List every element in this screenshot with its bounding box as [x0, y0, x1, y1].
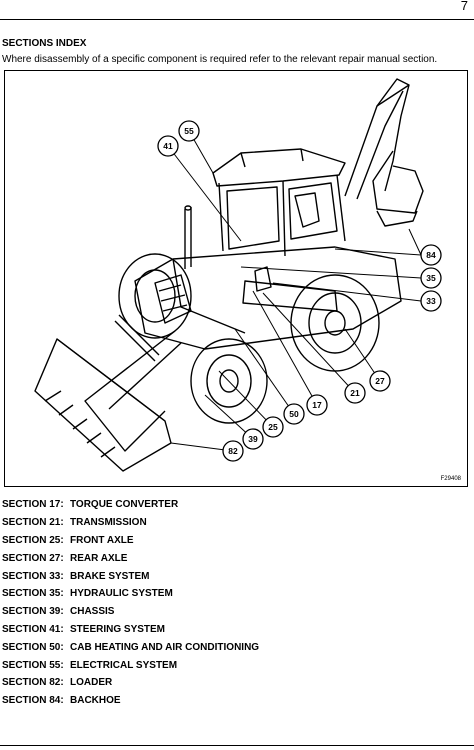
section-name: LOADER [70, 677, 113, 689]
section-label: SECTION 84: [2, 695, 64, 707]
section-name: STEERING SYSTEM [70, 623, 166, 635]
section-row-82: SECTION 82: LOADER [2, 674, 259, 692]
callout-25: 25 [268, 422, 278, 432]
section-label: SECTION 17: [2, 499, 64, 511]
footer-rule [0, 745, 474, 746]
section-row-27: SECTION 27: REAR AXLE [2, 549, 259, 567]
section-name: CAB HEATING AND AIR CONDITIONING [70, 641, 260, 653]
section-name: REAR AXLE [70, 552, 128, 564]
section-row-39: SECTION 39: CHASSIS [2, 603, 259, 621]
callout-41: 41 [163, 141, 173, 151]
section-index-title: SECTIONS INDEX [2, 38, 87, 49]
section-name: FRONT AXLE [70, 534, 134, 546]
section-label: SECTION 50: [2, 641, 64, 653]
section-name: BRAKE SYSTEM [70, 570, 150, 582]
section-name: TORQUE CONVERTER [70, 499, 179, 511]
section-row-50: SECTION 50: CAB HEATING AND AIR CONDITION… [2, 638, 259, 656]
callout-35: 35 [426, 273, 436, 283]
section-row-84: SECTION 84: BACKHOE [2, 692, 259, 710]
section-name: HYDRAULIC SYSTEM [70, 588, 173, 600]
section-name: BACKHOE [70, 695, 121, 707]
section-row-21: SECTION 21: TRANSMISSION [2, 514, 259, 532]
callout-82: 82 [228, 446, 238, 456]
figure-code: F29408 [440, 476, 461, 482]
section-label: SECTION 55: [2, 659, 64, 671]
section-row-25: SECTION 25: FRONT AXLE [2, 532, 259, 550]
callout-55: 55 [184, 126, 194, 136]
section-index-subtitle: Where disassembly of a specific componen… [2, 54, 438, 65]
section-row-55: SECTION 55: ELECTRICAL SYSTEM [2, 656, 259, 674]
section-row-41: SECTION 41: STEERING SYSTEM [2, 621, 259, 639]
sections-list: SECTION 17: TORQUE CONVERTER SECTION 21: T… [2, 496, 259, 710]
section-label: SECTION 25: [2, 534, 64, 546]
callout-33: 33 [426, 296, 436, 306]
callout-39: 39 [248, 434, 258, 444]
callout-21: 21 [350, 388, 360, 398]
callout-17: 17 [312, 400, 322, 410]
section-name: ELECTRICAL SYSTEM [70, 659, 178, 671]
backhoe-loader-figure: 55 41 84 35 33 27 21 17 50 25 39 82 F294… [4, 70, 468, 487]
section-label: SECTION 82: [2, 677, 64, 689]
callout-84: 84 [426, 250, 436, 260]
section-label: SECTION 35: [2, 588, 64, 600]
callout-50: 50 [289, 409, 299, 419]
section-label: SECTION 39: [2, 606, 64, 618]
header-rule [0, 19, 474, 20]
section-label: SECTION 21: [2, 517, 64, 529]
section-label: SECTION 33: [2, 570, 64, 582]
backhoe-loader-illustration: 55 41 84 35 33 27 21 17 50 25 39 82 [34, 78, 442, 472]
section-name: TRANSMISSION [70, 517, 147, 529]
section-row-17: SECTION 17: TORQUE CONVERTER [2, 496, 259, 514]
callout-27: 27 [375, 376, 385, 386]
section-row-35: SECTION 35: HYDRAULIC SYSTEM [2, 585, 259, 603]
section-label: SECTION 41: [2, 623, 64, 635]
page-number: 7 [460, 0, 468, 13]
section-label: SECTION 27: [2, 552, 64, 564]
section-row-33: SECTION 33: BRAKE SYSTEM [2, 567, 259, 585]
section-name: CHASSIS [70, 606, 115, 618]
